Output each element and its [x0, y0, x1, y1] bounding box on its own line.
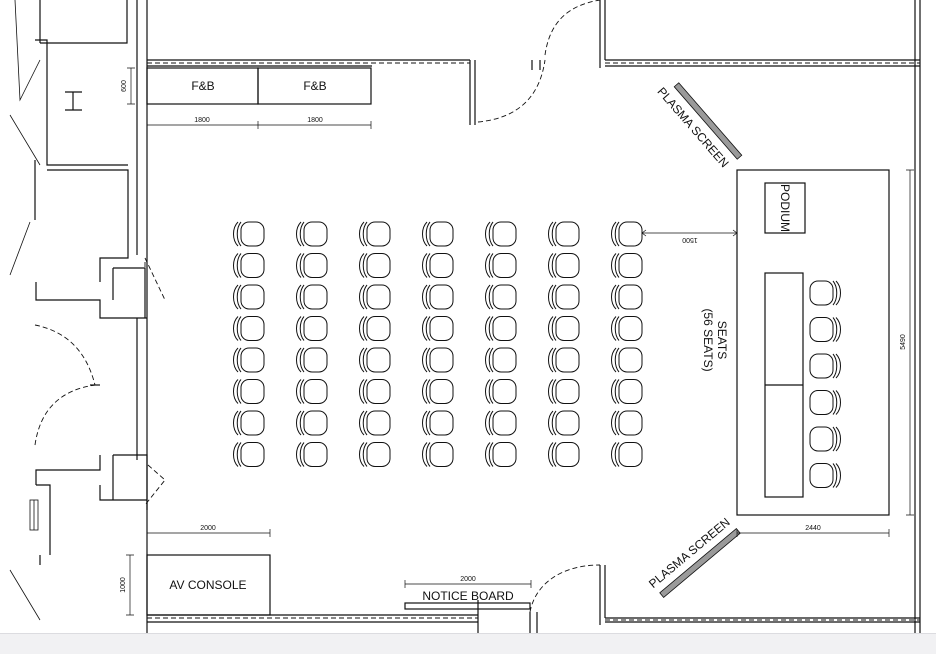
chair	[611, 253, 643, 278]
av-console-label: AV CONSOLE	[169, 578, 246, 592]
stage-width: 2440	[805, 525, 821, 532]
seats-label: SEATS (56 SEATS)	[701, 308, 729, 371]
chair	[485, 410, 517, 436]
chair	[485, 347, 517, 373]
chair	[548, 442, 580, 467]
podium-label: PODIUM	[778, 184, 792, 232]
av-console-width: 2000	[200, 525, 216, 532]
chair	[359, 442, 391, 467]
chair	[359, 253, 391, 278]
chair	[548, 316, 580, 341]
chair	[422, 347, 454, 373]
chair	[422, 410, 454, 436]
plasma-screen-top: PLASMA SCREEN	[654, 82, 743, 171]
svg-text:(56 SEATS): (56 SEATS)	[701, 308, 715, 371]
door-swings	[9, 0, 601, 621]
chair	[548, 284, 580, 310]
svg-text:PLASMA SCREEN: PLASMA SCREEN	[646, 515, 733, 591]
chair	[611, 221, 643, 247]
podium-offset-dimension: 1500	[641, 229, 738, 243]
chair	[485, 442, 517, 467]
fnb-label-2: F&B	[303, 79, 326, 93]
chair	[809, 463, 841, 488]
floor-plan: F&B F&B 1800 1800 600 PLASMA SCREEN PLAS…	[9, 0, 921, 633]
chair	[359, 316, 391, 341]
chair	[548, 410, 580, 436]
fnb-width-1: 1800	[194, 117, 210, 124]
chair	[233, 379, 265, 404]
lift-icon	[65, 91, 82, 111]
chair	[611, 284, 643, 310]
chair	[233, 442, 265, 467]
chair	[296, 410, 328, 436]
panel-seating	[809, 280, 841, 488]
notice-board-width: 2000	[460, 576, 476, 583]
chair	[296, 347, 328, 373]
audience-seating	[233, 221, 643, 467]
chair	[422, 253, 454, 278]
svg-text:PLASMA SCREEN: PLASMA SCREEN	[654, 85, 731, 171]
chair	[809, 390, 841, 415]
chair	[485, 316, 517, 341]
chair	[359, 221, 391, 247]
chair	[296, 442, 328, 467]
chair	[359, 347, 391, 373]
chair	[485, 221, 517, 247]
window-fixture	[29, 499, 39, 531]
chair	[233, 253, 265, 278]
notice-board: NOTICE BOARD 2000	[404, 576, 532, 610]
chair	[611, 442, 643, 467]
chair	[422, 442, 454, 467]
chair	[485, 379, 517, 404]
fnb-label-1: F&B	[191, 79, 214, 93]
chair	[611, 347, 643, 373]
svg-text:SEATS: SEATS	[715, 321, 729, 359]
chair	[422, 284, 454, 310]
stage-depth: 5490	[900, 334, 907, 350]
svg-text:1500: 1500	[682, 236, 698, 243]
chair	[422, 221, 454, 247]
chair	[233, 410, 265, 436]
av-console-depth: 1000	[120, 577, 127, 593]
chair	[296, 284, 328, 310]
chair	[611, 410, 643, 436]
chair	[233, 347, 265, 373]
chair	[296, 253, 328, 278]
notice-board-label: NOTICE BOARD	[422, 589, 514, 603]
bottom-bar	[0, 633, 936, 654]
chair	[548, 221, 580, 247]
chair	[611, 379, 643, 404]
chair	[359, 379, 391, 404]
chair	[359, 410, 391, 436]
walls	[34, 0, 921, 633]
chair	[233, 284, 265, 310]
chair	[296, 316, 328, 341]
chair	[548, 347, 580, 373]
chair	[809, 280, 841, 306]
chair	[809, 317, 841, 342]
chair	[485, 253, 517, 278]
av-console: AV CONSOLE 2000 1000	[120, 525, 271, 616]
fnb-depth: 600	[121, 80, 128, 92]
fnb-width-2: 1800	[307, 117, 323, 124]
chair	[233, 316, 265, 341]
stage: PODIUM 5490 2440	[736, 169, 914, 537]
chair	[296, 379, 328, 404]
chair	[485, 284, 517, 310]
chair	[422, 379, 454, 404]
chair	[422, 316, 454, 341]
chair	[809, 426, 841, 452]
chair	[548, 379, 580, 404]
plasma-screen-bottom: PLASMA SCREEN	[646, 515, 741, 599]
chair	[611, 316, 643, 341]
chair	[296, 221, 328, 247]
chair	[548, 253, 580, 278]
chair	[809, 353, 841, 379]
fnb-tables: F&B F&B 1800 1800 600	[121, 67, 372, 129]
chair	[359, 284, 391, 310]
chair	[233, 221, 265, 247]
